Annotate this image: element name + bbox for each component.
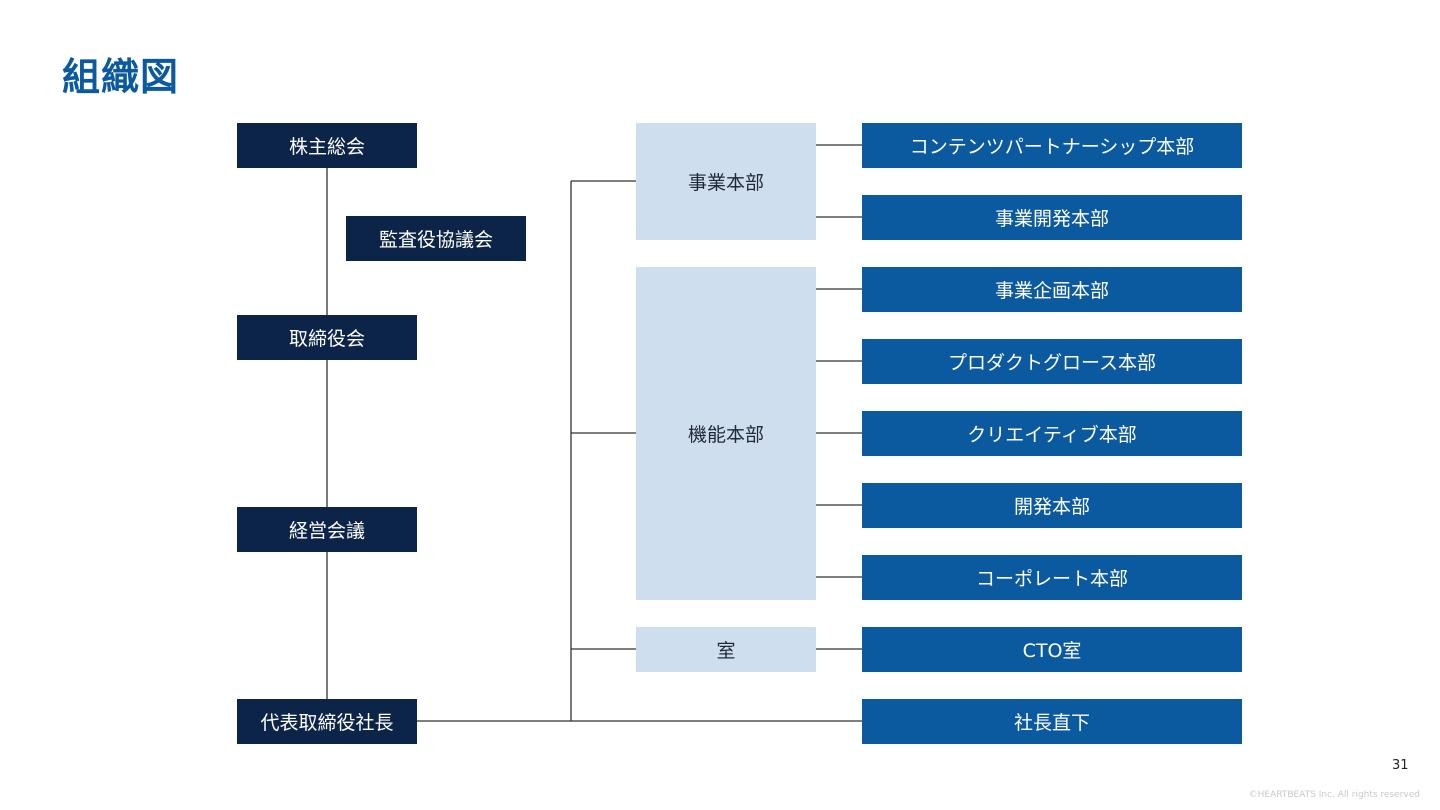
- copyright-text: ©HEARTBEATS Inc. All rights reserved: [1248, 790, 1420, 800]
- management-meeting-box: 経営会議: [237, 507, 417, 552]
- unit-content-partnership: コンテンツパートナーシップ本部: [862, 123, 1242, 168]
- shareholders-box: 株主総会: [237, 123, 417, 168]
- page-title: 組織図: [62, 55, 180, 99]
- unit-development: 開発本部: [862, 483, 1242, 528]
- unit-business-development: 事業開発本部: [862, 195, 1242, 240]
- office-group-box: 室: [636, 627, 816, 672]
- unit-direct-report: 社長直下: [862, 699, 1242, 744]
- board-of-directors-box: 取締役会: [237, 315, 417, 360]
- unit-product-growth: プロダクトグロース本部: [862, 339, 1242, 384]
- unit-corporate: コーポレート本部: [862, 555, 1242, 600]
- unit-creative: クリエイティブ本部: [862, 411, 1242, 456]
- business-division-box: 事業本部: [636, 123, 816, 240]
- function-division-box: 機能本部: [636, 267, 816, 600]
- ceo-box: 代表取締役社長: [237, 699, 417, 744]
- unit-business-planning: 事業企画本部: [862, 267, 1242, 312]
- unit-cto-office: CTO室: [862, 627, 1242, 672]
- audit-board-box: 監査役協議会: [346, 216, 526, 261]
- page-number: 31: [1392, 758, 1409, 773]
